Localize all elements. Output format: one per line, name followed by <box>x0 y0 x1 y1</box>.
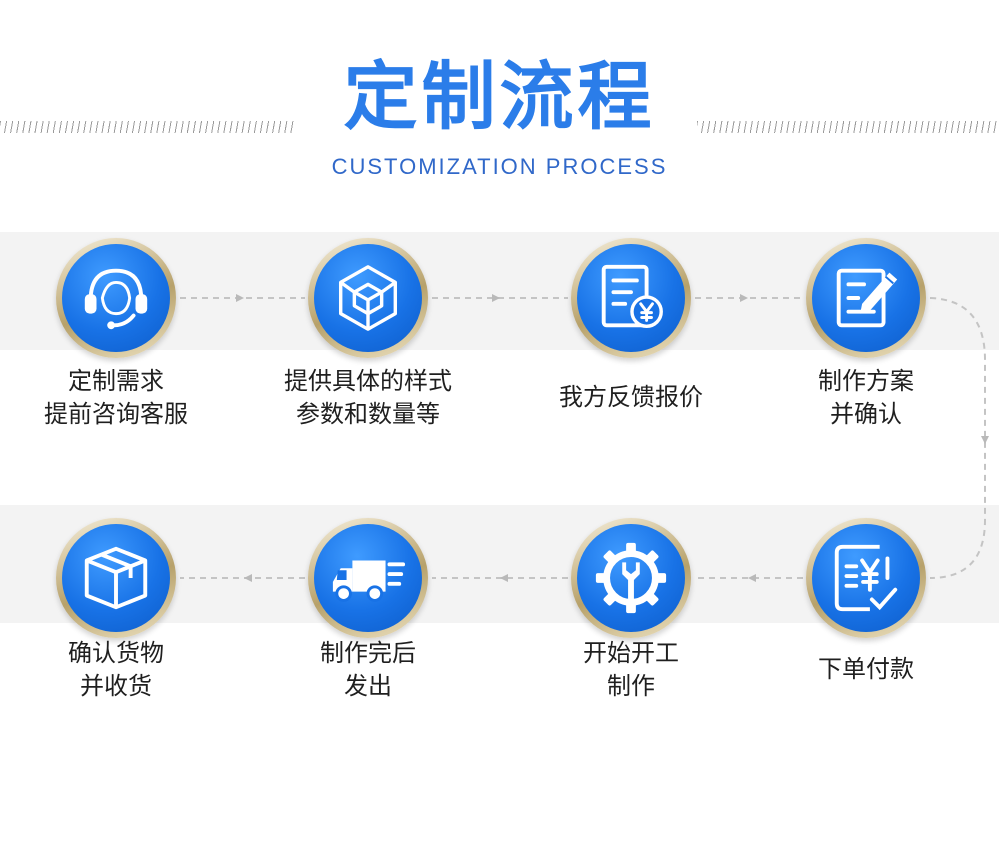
step-5-label: 下单付款 <box>818 655 914 683</box>
page-title: 定制流程 <box>343 54 656 140</box>
delivery-truck-icon <box>332 560 406 602</box>
package-box-icon <box>84 546 148 610</box>
step-7-node <box>308 518 428 638</box>
step-4-label: 制作方案 并确认 <box>818 367 914 428</box>
page-subtitle: CUSTOMIZATION PROCESS <box>331 154 668 179</box>
step-1-label: 定制需求 提前咨询客服 <box>44 367 188 428</box>
arrow-head <box>500 574 508 582</box>
step-3-label: 我方反馈报价 <box>559 383 703 411</box>
step-2-label: 提供具体的样式 参数和数量等 <box>284 367 452 428</box>
title-decoration-right <box>697 121 999 133</box>
arrow-head <box>981 436 989 444</box>
arrow-head <box>748 574 756 582</box>
step-8-node <box>56 518 176 638</box>
plan-edit-pencil-icon <box>836 268 898 328</box>
invoice-payment-check-icon <box>834 544 898 612</box>
title-decoration-left <box>0 121 296 133</box>
gear-wrench-icon <box>595 542 667 614</box>
step-3-node <box>571 238 691 358</box>
quote-document-yen-icon <box>601 264 663 328</box>
step-8-label: 确认货物 并收货 <box>68 639 164 700</box>
3d-cube-icon <box>338 265 398 331</box>
connector-4-5 <box>929 297 986 579</box>
step-6-label: 开始开工 制作 <box>583 639 679 700</box>
arrow-head <box>236 294 244 302</box>
step-1-node <box>56 238 176 358</box>
step-2-node <box>308 238 428 358</box>
step-4-node <box>806 238 926 358</box>
arrow-head <box>492 294 500 302</box>
step-5-node <box>806 518 926 638</box>
step-7-label: 制作完后 发出 <box>320 639 416 700</box>
arrow-head <box>740 294 748 302</box>
arrow-head <box>244 574 252 582</box>
step-6-node <box>571 518 691 638</box>
headset-support-icon <box>84 268 148 330</box>
